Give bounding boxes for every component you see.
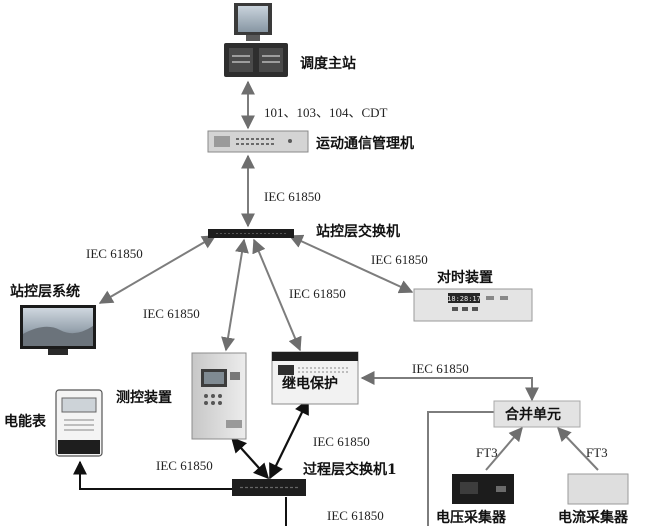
label-dispatch-master: 调度主站 xyxy=(300,55,356,72)
process-switch-chassis xyxy=(232,479,306,496)
voltage-collector-panel xyxy=(460,482,478,494)
link-current-merging xyxy=(557,426,599,471)
manager-ports xyxy=(236,138,276,145)
link-switch-measure xyxy=(221,238,249,352)
link-process-meter xyxy=(73,460,232,490)
time-sync-led-block xyxy=(486,296,494,300)
protocol-dispatch-link: 101、103、104、CDT xyxy=(264,105,388,120)
protocol-process-measure: IEC 61850 xyxy=(156,458,213,473)
label-telecontrol-manager: 运动通信管理机 xyxy=(316,135,414,152)
manager-led xyxy=(288,139,292,143)
meter-text-lines xyxy=(64,419,94,431)
label-merging-unit: 合并单元 xyxy=(505,406,561,423)
measure-keypad xyxy=(204,394,222,405)
label-energy-meter: 电能表 xyxy=(4,413,47,430)
time-sync-button-3 xyxy=(472,307,478,311)
label-time-sync: 对时装置 xyxy=(437,269,493,286)
protocol-relay-merging: IEC 61850 xyxy=(412,361,469,376)
label-current-collector: 电流采集器 xyxy=(558,509,629,526)
telecontrol-manager-device xyxy=(207,130,309,153)
station-monitor-landscape xyxy=(23,326,93,346)
current-collector-case xyxy=(567,473,629,505)
protocol-manager-switch: IEC 61850 xyxy=(264,189,321,204)
station-switch-device xyxy=(208,229,294,238)
label-measure-control: 测控装置 xyxy=(116,389,172,406)
protocol-switch-measure: IEC 61850 xyxy=(143,306,200,321)
label-station-switch: 站控层交换机 xyxy=(316,223,400,240)
measure-port xyxy=(226,420,242,428)
protocol-voltage-ft3: FT3 xyxy=(476,445,498,460)
process-switch-device xyxy=(232,479,306,496)
protocol-switch-relay: IEC 61850 xyxy=(289,286,346,301)
protocol-process-down: IEC 61850 xyxy=(327,508,384,523)
relay-leds xyxy=(298,367,348,373)
voltage-collector-device xyxy=(452,474,514,504)
measure-control-device xyxy=(191,352,247,440)
dispatch-monitor-stand xyxy=(246,35,260,41)
measure-screen-glow xyxy=(204,372,224,384)
node-labels: 调度主站 运动通信管理机 站控层交换机 站控层系统 对时装置 测控装置 继电保护… xyxy=(4,55,629,526)
link-switch-timesync xyxy=(288,234,414,294)
link-switch-system xyxy=(98,235,217,304)
merging-unit-device xyxy=(493,400,581,428)
meter-display xyxy=(61,397,97,413)
protocol-current-ft3: FT3 xyxy=(586,445,608,460)
dispatch-server-vents xyxy=(232,55,280,63)
station-monitor-stand xyxy=(48,349,68,355)
time-sync-display-text: 18:28:17 xyxy=(447,295,481,303)
link-process-relay xyxy=(269,398,309,480)
merging-unit-box xyxy=(493,400,581,428)
energy-meter-device xyxy=(55,389,103,457)
label-process-switch: 过程层交换机1 xyxy=(303,461,397,478)
measure-logo xyxy=(230,372,240,380)
manager-chassis xyxy=(207,130,309,153)
label-voltage-collector: 电压采集器 xyxy=(436,509,507,526)
station-switch-chassis xyxy=(208,229,294,238)
link-switch-relay xyxy=(252,238,302,352)
protocol-switch-system: IEC 61850 xyxy=(86,246,143,261)
time-sync-led-block-2 xyxy=(500,296,508,300)
time-sync-display xyxy=(448,293,480,303)
protocol-switch-timesync: IEC 61850 xyxy=(371,252,428,267)
link-process-measure xyxy=(230,436,270,480)
time-sync-button-2 xyxy=(462,307,468,311)
label-station-system: 站控层系统 xyxy=(10,283,80,300)
manager-panel xyxy=(214,136,230,147)
relay-protection-device xyxy=(271,351,359,405)
protocol-labels: 101、103、104、CDT IEC 61850 IEC 61850 IEC … xyxy=(86,105,608,523)
current-collector-device xyxy=(567,473,629,505)
station-system-device xyxy=(20,305,96,355)
dispatch-master-device xyxy=(224,3,288,77)
dispatch-monitor-screen xyxy=(238,6,268,32)
time-sync-button-1 xyxy=(452,307,458,311)
link-voltage-merging xyxy=(485,426,523,471)
link-relay-merging xyxy=(360,371,539,402)
voltage-collector-port xyxy=(496,486,506,492)
protocol-process-relay: IEC 61850 xyxy=(313,434,370,449)
label-relay-protection: 继电保护 xyxy=(282,375,338,392)
dispatch-server-bay-right xyxy=(259,48,283,72)
relay-screen xyxy=(278,365,294,375)
meter-terminal xyxy=(58,440,100,454)
time-sync-device: 18:28:17 xyxy=(413,288,533,322)
relay-top-strip xyxy=(272,352,358,361)
dispatch-server-bay-left xyxy=(229,48,253,72)
link-merging-bus xyxy=(427,411,494,526)
connections xyxy=(73,80,599,526)
